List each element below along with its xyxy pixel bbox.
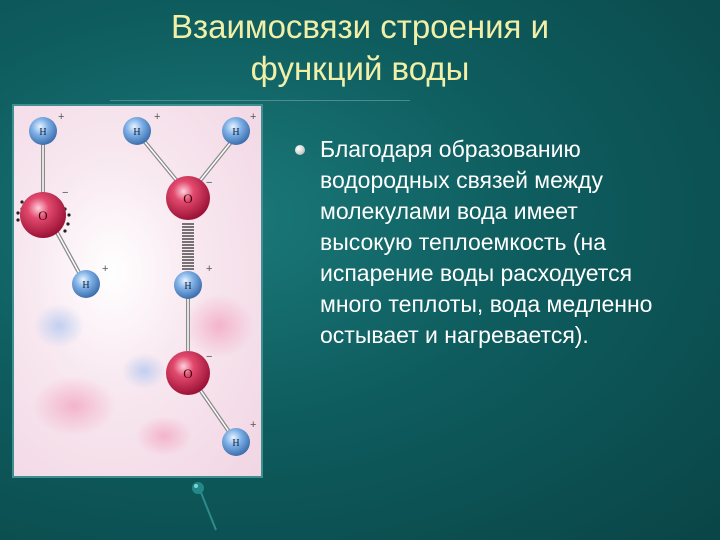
slide-title: Взаимосвязи строения и функций воды [60,6,660,90]
svg-text:H: H [232,127,239,138]
minus-sign: − [206,351,212,363]
oxygen-atom-bottom: O [166,351,210,395]
blur-blob [34,304,84,348]
hydrogen-atom: H [174,271,202,299]
svg-text:H: H [133,127,140,138]
svg-text:H: H [184,281,191,292]
plus-sign: + [250,111,256,123]
svg-text:H: H [39,127,46,138]
hydrogen-bond [182,223,194,270]
water-molecules-diagram: O O O H H H H H [12,104,263,478]
svg-text:O: O [183,191,192,206]
water-molecules-svg: O O O H H H H H [16,111,256,456]
plus-sign: + [250,419,256,431]
decorative-line [110,100,410,101]
svg-text:H: H [82,280,89,291]
bullet-dot-icon [295,145,305,155]
hydrogen-atom: H [72,270,100,298]
minus-sign: − [206,177,212,189]
decorative-pin-icon [192,482,217,531]
oxygen-atom-left: O [20,192,66,238]
plus-sign: + [206,263,212,275]
minus-sign: − [62,187,68,199]
blur-blob [122,353,166,389]
svg-text:H: H [232,438,239,449]
bullet-item: Благодаря образованию водородных связей … [295,134,705,351]
oxygen-atom-top: O [166,176,210,220]
plus-sign: + [154,111,160,123]
hydrogen-atom: H [222,117,250,145]
bullet-text: Благодаря образованию водородных связей … [320,136,653,348]
hydrogen-atom: H [222,428,250,456]
blur-blob [32,376,116,436]
slide-title-line-2: функций воды [250,50,470,87]
hydrogen-atom: H [29,117,57,145]
blur-blob [184,294,254,358]
svg-text:O: O [38,208,47,223]
plus-sign: + [58,111,64,123]
blur-blob [136,416,192,456]
plus-sign: + [102,263,108,275]
svg-text:O: O [183,366,192,381]
hydrogen-atom: H [123,117,151,145]
slide-title-line-1: Взаимосвязи строения и [170,8,550,45]
